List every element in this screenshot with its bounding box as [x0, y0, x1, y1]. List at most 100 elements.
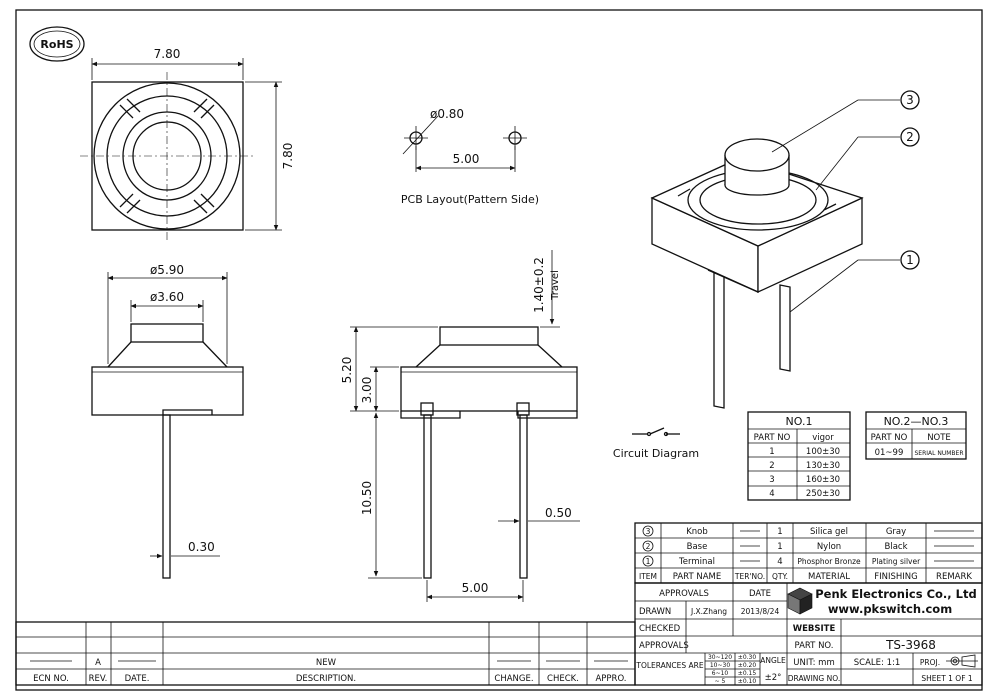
bom-header-remark: REMARK — [936, 572, 972, 582]
revision-block: A NEW ECN NO. REV. DATE. DESCRIPTION. CH… — [15, 621, 636, 686]
front-travel-label: Travel — [550, 270, 561, 301]
callout-2: 2 — [906, 130, 914, 144]
tol-range: ~ 5 — [715, 678, 726, 685]
force-row-value: 130±30 — [806, 461, 840, 471]
front-total-height: 5.20 — [340, 357, 354, 384]
part-no-value: TS-3968 — [885, 638, 936, 652]
bom-finishing: Gray — [886, 527, 906, 537]
revision-header-ecn: ECN NO. — [33, 674, 69, 684]
bom-material: Phosphor Bronze — [797, 557, 861, 566]
scale-label: SCALE: 1:1 — [854, 658, 901, 668]
force-row-value: 160±30 — [806, 475, 840, 485]
bom-part-name: Knob — [686, 527, 708, 537]
rohs-logo: RoHS — [29, 26, 85, 62]
revision-header-check: CHECK. — [547, 674, 579, 684]
bom-part-name: Base — [687, 542, 708, 552]
bom-finishing: Plating silver — [872, 557, 921, 566]
front-travel-dim: 1.40±0.2 — [532, 257, 546, 313]
bom-material: Nylon — [817, 542, 841, 552]
tol-range: 6~10 — [712, 670, 729, 677]
note-table: NO.2—NO.3 PART NO NOTE 01~99 SERIAL NUMB… — [865, 411, 967, 460]
callout-3: 3 — [906, 93, 914, 107]
approvals-header: APPROVALS — [659, 589, 709, 599]
tol-range: 10~30 — [710, 662, 730, 669]
side-knob-dia: ø3.60 — [150, 290, 184, 304]
circuit-caption: Circuit Diagram — [613, 447, 699, 460]
unit-label: UNIT: mm — [793, 658, 834, 668]
bom-item: 1 — [646, 557, 651, 566]
bom-finishing: Black — [885, 542, 908, 552]
pcb-caption: PCB Layout(Pattern Side) — [401, 193, 539, 206]
tol-range: 30~120 — [708, 654, 732, 661]
note-header-note: NOTE — [927, 433, 951, 443]
projection-symbol-icon — [946, 654, 978, 668]
part-no-label: PART NO. — [795, 641, 834, 651]
side-view: ø5.90 ø3.60 0.30 — [91, 263, 244, 579]
bom-header-finishing: FINISHING — [874, 572, 918, 582]
website-label: WEBSITE — [793, 624, 836, 634]
checked-label: CHECKED — [639, 624, 681, 634]
tol-value: ±0.30 — [738, 654, 757, 661]
front-lead-pitch: 5.00 — [462, 581, 489, 595]
drawn-date: 2013/8/24 — [741, 607, 780, 616]
force-row-value: 100±30 — [806, 447, 840, 457]
company-name: Penk Electronics Co., Ltd — [815, 587, 976, 601]
company-url: www.pkswitch.com — [828, 602, 952, 616]
force-row-part: 3 — [769, 475, 774, 485]
revision-header-date: DATE. — [125, 674, 150, 684]
note-row-part: 01~99 — [875, 448, 904, 458]
force-table: NO.1 PART NO vigor 1 100±30 2 130±30 3 1… — [747, 411, 851, 501]
sheet-label: SHEET 1 OF 1 — [921, 674, 973, 683]
revision-description-value: NEW — [316, 658, 337, 668]
note-header-part: PART NO — [871, 433, 908, 443]
circuit-diagram: Circuit Diagram — [613, 427, 699, 460]
revision-header-appro: APPRO. — [595, 674, 626, 684]
force-header-vigor: vigor — [812, 433, 834, 443]
bom-qty: 1 — [777, 527, 782, 537]
pcb-layout: ø0.80 5.00 PCB Layout(Pattern Side) — [401, 107, 539, 206]
bom-header-part-name: PART NAME — [673, 572, 721, 582]
note-row-note: SERIAL NUMBER — [914, 450, 963, 457]
approvals-label: APPROVALS — [639, 641, 689, 651]
iso-view: 3 2 1 — [650, 90, 920, 409]
force-row-value: 250±30 — [806, 489, 840, 499]
force-row-part: 2 — [769, 461, 774, 471]
bom-table: 3 Knob 1 Silica gel Gray 2 Base 1 Nylon … — [634, 522, 983, 584]
side-lead-width: 0.30 — [188, 540, 215, 554]
bom-qty: 4 — [777, 557, 782, 567]
bom-material: Silica gel — [810, 527, 848, 537]
tolerances-label: TOLERANCES ARE — [635, 661, 704, 670]
front-lead-thickness: 0.50 — [545, 506, 572, 520]
proj-label: PROJ. — [920, 658, 940, 667]
force-header-part: PART NO — [754, 433, 791, 443]
approvals-date-header: DATE — [749, 589, 771, 599]
front-view: 1.40±0.2 Travel 5.20 3.00 10.50 0.50 5.0… — [340, 250, 580, 602]
revision-rev-value: A — [95, 658, 101, 668]
pcb-pitch-dim: 5.00 — [453, 152, 480, 166]
top-width-dim: 7.80 — [154, 47, 181, 61]
bom-item: 2 — [646, 542, 651, 551]
bom-part-name: Terminal — [678, 557, 715, 567]
drawn-by: J.X.Zhang — [690, 607, 727, 616]
force-table-title: NO.1 — [786, 415, 813, 428]
note-table-title: NO.2—NO.3 — [884, 415, 949, 428]
front-body-height: 3.00 — [360, 377, 374, 404]
tol-value: ±0.15 — [738, 670, 757, 677]
title-block: APPROVALS DATE DRAWN J.X.Zhang 2013/8/24… — [634, 582, 983, 686]
force-row-part: 1 — [769, 447, 774, 457]
company-logo-icon — [787, 587, 813, 615]
tol-value: ±0.10 — [738, 678, 757, 685]
sheet-border — [15, 9, 983, 691]
tol-value: ±0.20 — [738, 662, 757, 669]
bom-header-ter-no: TER'NO. — [734, 572, 765, 581]
rohs-text: RoHS — [40, 38, 73, 51]
revision-header-change: CHANGE. — [494, 674, 533, 684]
top-view: 7.80 7.80 — [80, 47, 295, 240]
top-height-dim: 7.80 — [281, 143, 295, 170]
force-row-part: 4 — [769, 489, 774, 499]
angle-label: ANGLE — [760, 656, 786, 665]
drawing-no-label: DRAWING NO. — [788, 674, 840, 683]
bom-qty: 1 — [777, 542, 782, 552]
bom-header-item: ITEM — [639, 572, 657, 581]
